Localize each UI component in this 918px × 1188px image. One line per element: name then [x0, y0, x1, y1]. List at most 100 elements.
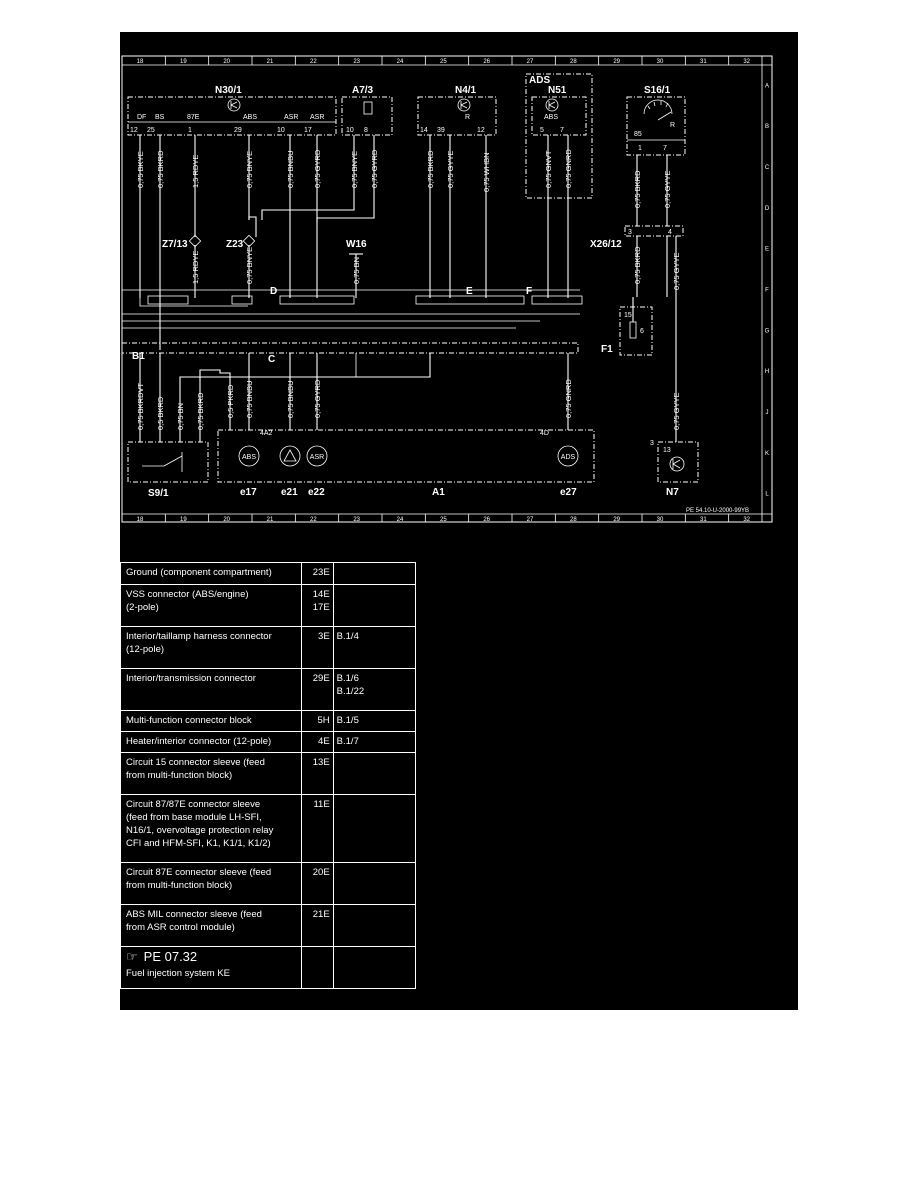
- grid-column-number: 32: [743, 517, 750, 523]
- pe-reference-code-line: ☞PE 07.32: [126, 950, 298, 963]
- pin-label: 10: [277, 127, 285, 134]
- wire-color-label: 0,75 BKRDVT: [136, 382, 145, 430]
- grid-row-letter: J: [766, 410, 769, 416]
- component-a7-3-label: A7/3: [352, 85, 374, 96]
- legend-loc-text: 21E: [312, 909, 330, 920]
- legend-loc-text: 29E: [312, 673, 330, 684]
- legend-loc-cell: 29E: [301, 668, 334, 711]
- wire-color-label: 0,5 PKRD: [226, 384, 235, 418]
- wire-color-label: 0,75 GYYE: [663, 170, 672, 208]
- wire-color-label: 0,75 GNVT: [544, 150, 553, 188]
- grid-row-letter: D: [765, 206, 770, 212]
- grid-column-number: 25: [440, 517, 447, 523]
- legend-loc-cell: 23E: [301, 562, 334, 585]
- wire-color-label: 0,75 GYRD: [370, 149, 379, 188]
- wire-color-label: 0,75 BNYE: [350, 151, 359, 188]
- component-n7-box: [657, 441, 699, 483]
- splice-z23-diamond: [242, 234, 256, 248]
- wire-color-label: 0,75 BNYE: [245, 247, 254, 284]
- component-s9-1-label: S9/1: [148, 488, 169, 499]
- transistor-icon: [669, 456, 685, 472]
- pin-label: 13: [663, 447, 671, 454]
- legend-desc-text: Interior/transmission connector: [126, 673, 256, 684]
- lamp-label: ASR: [310, 454, 324, 461]
- lamp-label: ABS: [242, 454, 256, 461]
- pin-label: 15: [624, 312, 632, 319]
- legend-desc-text: Circuit 87E connector sleeve (feed: [126, 867, 272, 878]
- connector-letter: F: [526, 286, 532, 297]
- legend-ref-cell: B.1/4: [332, 626, 417, 669]
- legend-row: Multi-function connector block 5H B.1/5: [119, 710, 417, 732]
- selector-switch-icon: [643, 99, 673, 121]
- pin-label: DF: [137, 114, 146, 121]
- legend-loc-text: 20E: [312, 867, 330, 878]
- wire-color-label: 0,75 WHBN: [482, 152, 491, 192]
- grid-column-number: 31: [700, 517, 707, 523]
- legend-desc-text: Multi-function connector block: [126, 715, 252, 726]
- grid-column-number: 28: [570, 59, 577, 65]
- legend-ref-cell: [332, 946, 417, 989]
- wire-color-label: 0,75 BN: [176, 403, 185, 430]
- pin-label: 6: [640, 328, 644, 335]
- pe-reference-code[interactable]: PE 07.32: [143, 949, 198, 964]
- legend-ref-text: B.1/5: [336, 715, 359, 726]
- splice-z7-13-diamond: [188, 234, 202, 248]
- legend-loc-cell: 5H: [301, 710, 334, 732]
- ground-w16-label: W16: [346, 239, 367, 250]
- wire-color-label: 0,75 BNBU: [245, 380, 254, 418]
- pin-label: 1: [638, 145, 642, 152]
- legend-desc-text: (2-pole): [126, 602, 159, 613]
- lower-wire-labels: 0,75 BKRDVT 0,5 BKRD 0,75 BN 0,75 BKRD 0…: [136, 379, 681, 430]
- legend-ref-cell: [332, 862, 417, 905]
- wire-color-label: 0,75 BKRD: [633, 170, 642, 208]
- grid-column-number: 20: [223, 59, 230, 65]
- connector-blocks: D E F C B1: [121, 286, 583, 365]
- grid-column-number: 22: [310, 59, 317, 65]
- wire-color-label: 0,75 GYRD: [313, 149, 322, 188]
- legend-loc-text: 17E: [312, 602, 330, 613]
- pin-label: 85: [634, 131, 642, 138]
- legend-desc-cell: VSS connector (ABS/engine)(2-pole): [119, 584, 303, 627]
- legend-desc-text: from ASR control module): [126, 922, 235, 933]
- component-n30-1-label: N30/1: [215, 85, 242, 96]
- pin-label: 8: [364, 127, 368, 134]
- pin-label: 17: [304, 127, 312, 134]
- legend-ref-cell: [332, 584, 417, 627]
- wire-color-label: 0,75 BNBU: [286, 380, 295, 418]
- legend-desc-text: (feed from base module LH-SFI,: [126, 812, 262, 823]
- component-a1-label: A1: [432, 487, 445, 498]
- legend-ref-cell: [332, 562, 417, 585]
- wire-color-label: 1,5 RDYE: [191, 251, 200, 284]
- grid-column-number: 21: [267, 59, 274, 65]
- connector-x26-12-label: X26/12: [590, 239, 622, 250]
- upper-wire-labels: 0,75 BKYE 0,75 BKRD 1,5 RDYE 0,75 BNYE 0…: [136, 149, 681, 290]
- legend-loc-text: 23E: [312, 567, 330, 578]
- legend-loc-cell: 3E: [301, 626, 334, 669]
- grid-row-letter: G: [765, 328, 770, 334]
- legend-loc-text: 5H: [317, 715, 330, 726]
- legend-ref-cell: [332, 904, 417, 947]
- ads-lamp: ADS: [557, 445, 579, 467]
- pin-label: ASR: [310, 114, 324, 121]
- grid-column-number: 22: [310, 517, 317, 523]
- legend-ref-cell: [332, 752, 417, 795]
- component-s16-1-label: S16/1: [644, 85, 671, 96]
- splice-z23-label: Z23: [226, 239, 244, 250]
- pin-label: BS: [155, 114, 165, 121]
- wire-color-label: 0,75 BNYE: [245, 151, 254, 188]
- legend-desc-text: from multi-function block): [126, 770, 233, 781]
- asr-lamp: ASR: [306, 445, 328, 467]
- grid-column-number: 25: [440, 59, 447, 65]
- pin-label: 5: [540, 127, 544, 134]
- legend-loc-cell: 11E: [301, 794, 334, 863]
- diagram-frame: [121, 55, 773, 523]
- grid-column-number: 26: [483, 59, 490, 65]
- legend-desc-cell: Circuit 87/87E connector sleeve(feed fro…: [119, 794, 303, 863]
- legend-ref-cell: [332, 794, 417, 863]
- pin-label: 7: [663, 145, 667, 152]
- wire-color-label: 0,75 GYYE: [672, 392, 681, 430]
